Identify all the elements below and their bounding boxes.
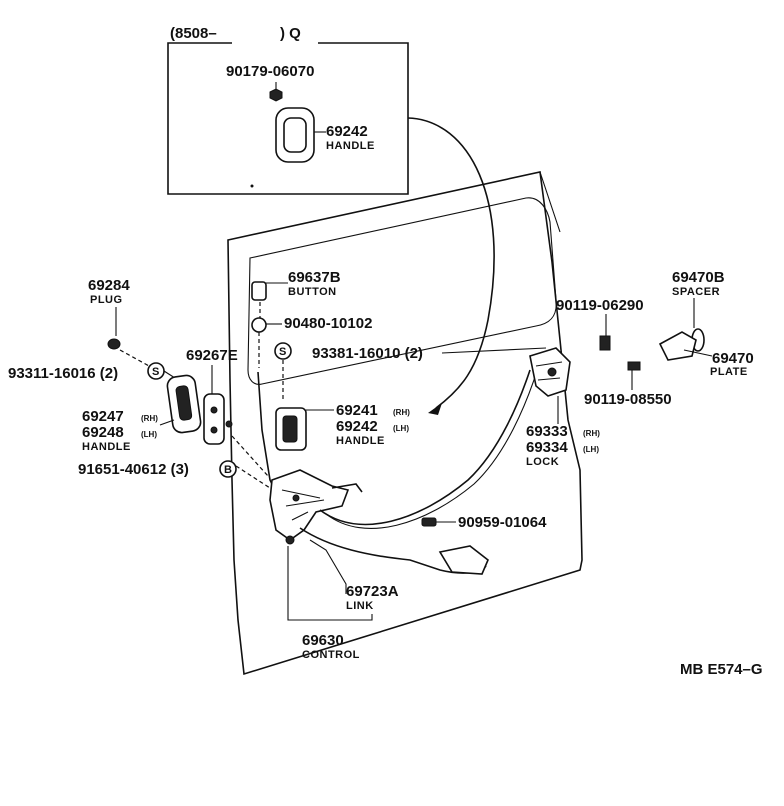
rod-dash bbox=[231, 435, 269, 477]
inside-handle-rh-side: (RH) bbox=[393, 408, 410, 417]
plug-name: PLUG bbox=[90, 294, 123, 306]
button-icon bbox=[251, 281, 267, 301]
screw2-symbol-circle bbox=[274, 342, 292, 360]
bezel-screw-icon bbox=[225, 420, 233, 428]
bolt-upper-icon bbox=[599, 335, 611, 351]
inset-header-suffix: ) Q bbox=[280, 25, 301, 42]
bolt3-symbol-circle bbox=[219, 460, 237, 478]
inset-frame bbox=[167, 42, 409, 195]
outside-handle-lh-side: (LH) bbox=[141, 430, 157, 439]
clamp-icon bbox=[421, 517, 437, 527]
door-panel bbox=[227, 171, 583, 676]
outside-handle-leader bbox=[159, 419, 175, 426]
lock-lh-side: (LH) bbox=[583, 445, 599, 454]
inside-handle-lever-icon bbox=[282, 415, 298, 443]
inset-panel: (8508– ) Q 90179-06070 69242 HANDLE bbox=[167, 25, 409, 195]
lock-rh-side: (RH) bbox=[583, 429, 600, 438]
inset-handle-recess-icon bbox=[283, 117, 307, 153]
control-detail-lines bbox=[281, 489, 325, 521]
link-name: LINK bbox=[346, 600, 374, 612]
control-leader bbox=[287, 546, 373, 621]
lock-cable-line bbox=[319, 369, 531, 526]
handle-bezel-icon bbox=[203, 393, 225, 445]
spacer-number: 69470B bbox=[672, 269, 725, 286]
screw2-symbol: S bbox=[279, 346, 287, 358]
lock-name: LOCK bbox=[526, 456, 559, 468]
p69267-number: 69267E bbox=[186, 347, 238, 364]
plug-icon bbox=[107, 338, 121, 350]
inside-handle-name: HANDLE bbox=[336, 435, 385, 447]
inset-handle-number: 69242 bbox=[326, 123, 368, 140]
screw1-label: 93311-16016 (2) bbox=[8, 365, 118, 382]
bezel-hole2-icon bbox=[210, 426, 218, 434]
control-stud-icon bbox=[285, 535, 295, 545]
outside-handle-grip-icon bbox=[175, 385, 193, 421]
inset-handle-name: HANDLE bbox=[326, 140, 375, 152]
bolt3-symbol: B bbox=[224, 464, 232, 476]
diagram-code: MB E574–G bbox=[680, 661, 763, 678]
clip-icon bbox=[251, 317, 267, 333]
control-arm-line bbox=[331, 483, 363, 493]
inset-header-code: (8508– bbox=[170, 25, 217, 42]
control-mechanism-icon bbox=[269, 469, 350, 541]
outside-handle-rh-number: 69247 bbox=[82, 408, 124, 425]
control-name: CONTROL bbox=[302, 649, 360, 661]
inset-arrow-line bbox=[407, 117, 495, 409]
link-leader bbox=[309, 539, 347, 594]
control-number: 69630 bbox=[302, 632, 344, 649]
inset-dot bbox=[250, 184, 254, 188]
plate-icon bbox=[658, 331, 697, 361]
plate-leader bbox=[683, 349, 713, 357]
bolt-lower-icon bbox=[627, 361, 641, 371]
outside-handle-rh-side: (RH) bbox=[141, 414, 158, 423]
plate-name: PLATE bbox=[710, 366, 748, 378]
door-window-opening bbox=[247, 197, 557, 385]
outside-handle-lh-number: 69248 bbox=[82, 424, 124, 441]
button-number: 69637B bbox=[288, 269, 341, 286]
clip-label: 90480-10102 bbox=[284, 315, 372, 332]
screw2-leader bbox=[441, 347, 547, 354]
inset-nut-icon bbox=[269, 88, 283, 102]
inset-bolt-label: 90179-06070 bbox=[226, 63, 314, 80]
inside-handle-rh-number: 69241 bbox=[336, 402, 378, 419]
screw1-symbol: S bbox=[152, 366, 160, 378]
screw2-label: 93381-16010 (2) bbox=[312, 345, 423, 362]
inset-arrow-head-icon bbox=[428, 403, 442, 415]
button-name: BUTTON bbox=[288, 286, 337, 298]
clamp-label: 90959-01064 bbox=[458, 514, 547, 531]
door-edge-line bbox=[539, 171, 561, 233]
bezel-hole-icon bbox=[210, 406, 218, 414]
door-lock-detail-lines bbox=[535, 361, 563, 381]
bolt-lower-label: 90119-08550 bbox=[584, 391, 672, 408]
link-number: 69723A bbox=[346, 583, 399, 600]
control-pivot-icon bbox=[292, 494, 300, 502]
lock-cable-inner bbox=[325, 373, 537, 529]
inside-handle-lh-number: 69242 bbox=[336, 418, 378, 435]
outside-handle-name: HANDLE bbox=[82, 441, 131, 453]
lock-lh-number: 69334 bbox=[526, 439, 568, 456]
bolt-upper-label: 90119-06290 bbox=[556, 297, 644, 314]
link-end-icon bbox=[438, 545, 489, 575]
inside-handle-lh-side: (LH) bbox=[393, 424, 409, 433]
plug-number: 69284 bbox=[88, 277, 130, 294]
spacer-name: SPACER bbox=[672, 286, 720, 298]
plate-number: 69470 bbox=[712, 350, 754, 367]
door-outline bbox=[227, 171, 583, 676]
bolt3-dash bbox=[235, 465, 271, 489]
bolt3-label: 91651-40612 (3) bbox=[78, 461, 189, 478]
door-lock-pivot-icon bbox=[547, 367, 557, 377]
lock-rh-number: 69333 bbox=[526, 423, 568, 440]
